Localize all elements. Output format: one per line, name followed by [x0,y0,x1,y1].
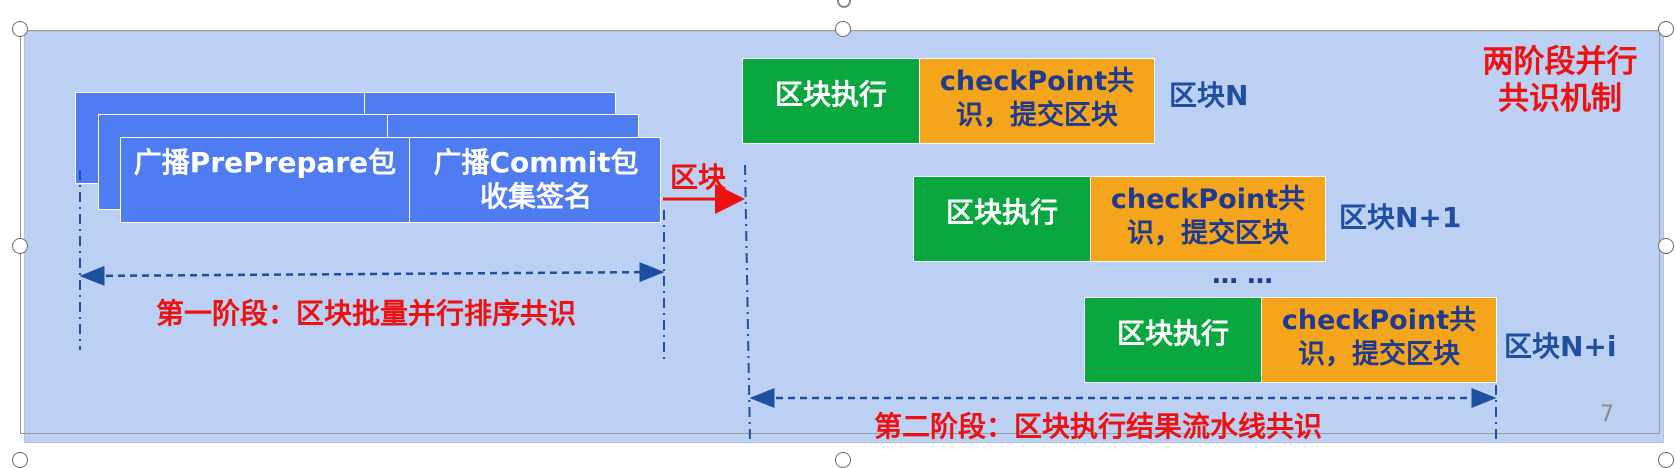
phase1-block-front-divider [409,138,410,222]
block-n1-exec: 区块执行 [913,176,1091,262]
resize-handle-middle-right[interactable] [1658,238,1674,254]
phase1-cell-commit: 广播Commit包 收集签名 [433,146,639,213]
block-n-checkpoint: checkPoint共 识，提交区块 [919,58,1155,144]
phase1-span-arrow [79,262,665,286]
phase2-label: 第二阶段：区块执行结果流水线共识 [874,410,1323,443]
rotation-handle[interactable] [837,0,851,8]
diagram-title-line-2: 共识机制 [1498,81,1622,117]
phase1-cell-preprepare: 广播PrePrepare包 [133,146,397,179]
resize-handle-middle-left[interactable] [12,238,28,254]
resize-handle-top-right[interactable] [1658,21,1674,37]
phase2-left-boundary [744,164,751,441]
resize-handle-top-left[interactable] [12,21,28,37]
block-ni-exec: 区块执行 [1084,297,1262,383]
diagram-title: 两阶段并行 共识机制 [1465,44,1655,118]
block-n1-label: 区块N+1 [1339,201,1462,234]
rows-ellipsis: … … [1212,260,1274,290]
block-ni-checkpoint: checkPoint共 识，提交区块 [1261,297,1497,383]
phase1-block-front: 广播PrePrepare包 广播Commit包 收集签名 [120,137,661,223]
diagram-title-line-1: 两阶段并行 [1482,44,1638,80]
block-n-label: 区块N [1169,79,1249,112]
slide-page-number: 7 [1600,402,1614,427]
phase1-label: 第一阶段：区块批量并行排序共识 [156,297,577,330]
block-n-exec: 区块执行 [742,58,920,144]
block-ni-label: 区块N+i [1504,330,1617,363]
resize-handle-top-middle[interactable] [835,21,851,37]
block-n1-checkpoint: checkPoint共 识，提交区块 [1090,176,1326,262]
